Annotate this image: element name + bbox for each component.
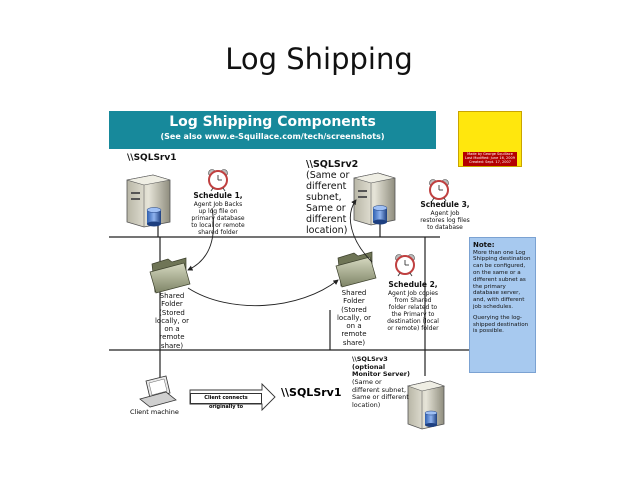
restore-arrow: [349, 199, 373, 263]
diagram-banner: Log Shipping Components (See also www.e-…: [109, 111, 436, 149]
backup-arrow: [187, 207, 214, 271]
schedule-1-label: Schedule 1, Agent Job Backs up log file …: [191, 191, 245, 237]
schedule-2-label: Schedule 2, Agent Job copies from Shared…: [387, 280, 439, 333]
server-2-label: \\SQLSrv2 (Same or different subnet, Sam…: [306, 159, 359, 236]
client-connects-label: Client connects originally to: [190, 393, 262, 410]
note-paragraph-1: More than one Log Shipping destination c…: [473, 249, 531, 311]
client-machine-label: Client machine: [130, 408, 179, 416]
shared-folder-2-icon: [335, 251, 377, 288]
shared-folder-2-label: Shared Folder (Stored locally, or on a r…: [336, 289, 371, 347]
note-paragraph-2: Querying the log-shipped destination is …: [473, 314, 529, 335]
alarm-clock-icon: [429, 179, 449, 202]
shared-folder-1-label: Shared Folder (Stored locally, or on a r…: [154, 292, 189, 350]
logo-caption: Made by George Squillace Last Modified: …: [463, 152, 517, 166]
banner-title: Log Shipping Components: [169, 114, 376, 130]
note-box: Note: More than one Log Shipping destina…: [469, 237, 536, 373]
schedule-3-label: Schedule 3, Agent Job restores log files…: [420, 200, 470, 231]
alarm-clock-icon: [395, 254, 415, 277]
banner-subtitle: (See also www.e-Squillace.com/tech/scree…: [160, 132, 385, 141]
slide-title: Log Shipping: [225, 42, 413, 76]
server-1-label: \\SQLSrv1: [127, 153, 177, 163]
shared-folder-1-icon: [149, 257, 191, 294]
client-laptop-icon: [139, 375, 177, 408]
alarm-clock-icon: [208, 169, 228, 192]
client-target-label: \\SQLSrv1: [281, 386, 342, 399]
database-1-icon: [146, 207, 162, 227]
copy-arrow: [187, 279, 339, 307]
database-3-icon: [424, 410, 438, 427]
note-heading: Note:: [473, 241, 495, 249]
database-2-icon: [372, 205, 388, 225]
server-3-label: \\SQLSrv3 (optional Monitor Server) (Sam…: [352, 355, 410, 409]
